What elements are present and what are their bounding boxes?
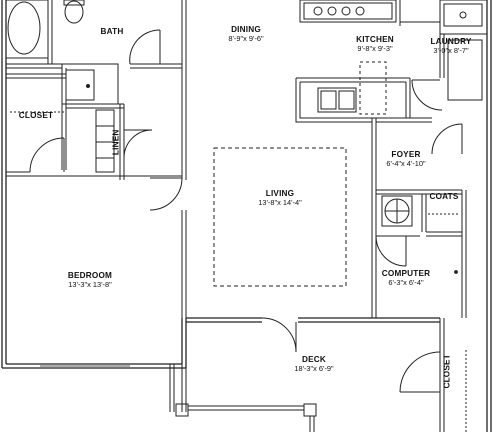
closet-left-label: CLOSET [12,111,60,121]
kitchen-area [295,0,488,123]
bedroom-label: BEDROOM 13'-3"x 13'-8" [50,271,130,289]
closet-right-name: CLOSET [442,354,452,389]
bath-name: BATH [100,27,124,36]
computer-label: COMPUTER 6'-3"x 6'-4" [376,269,436,287]
foyer-name: FOYER [391,150,421,159]
closet-right-label: CLOSET [442,349,453,393]
dining-dims: 8'-9"x 9'-6" [228,33,264,43]
kitchen-dims: 9'-8"x 9'-3" [357,43,393,53]
dining-label: DINING 8'-9"x 9'-6" [208,25,284,43]
computer-dims: 6'-3"x 6'-4" [388,277,424,287]
closet-left [6,68,67,177]
living-name: LIVING [265,189,295,198]
closet-left-name: CLOSET [18,111,54,120]
linen-hall [6,103,183,211]
laundry-name: LAUNDRY [430,37,472,46]
living-dims: 13'-8"x 14'-4" [258,197,302,207]
bath-area [5,0,187,180]
deck-door [261,317,297,353]
kitchen-name: KITCHEN [356,35,394,44]
bedroom-walls [40,210,187,367]
kitchen-label: KITCHEN 9'-8"x 9'-3" [338,35,412,53]
coats-name: COATS [429,192,459,201]
deck-name: DECK [302,355,326,364]
bedroom-dims: 13'-3"x 13'-8" [68,279,112,289]
deck-label: DECK 18'-3"x 6'-9" [276,355,352,373]
deck-area [169,364,317,432]
computer-foyer [371,117,467,318]
deck-dims: 18'-3"x 6'-9" [294,363,334,373]
bath-label: BATH [92,27,132,37]
linen-label: LINEN [111,121,122,163]
linen-name: LINEN [111,129,121,156]
bedroom-name: BEDROOM [67,271,113,280]
living-label: LIVING 13'-8"x 14'-4" [240,189,320,207]
coats-label: COATS [426,192,462,202]
dining-name: DINING [231,25,261,34]
closet-right [399,318,467,432]
computer-name: COMPUTER [381,269,431,278]
foyer-label: FOYER 6'-4"x 4'-10" [374,150,438,168]
living-area-outline [213,147,347,287]
foyer-dims: 6'-4"x 4'-10" [386,158,426,168]
laundry-dims: 3'-0"x 8'-7" [433,45,469,55]
laundry-label: LAUNDRY 3'-0"x 8'-7" [420,37,482,55]
